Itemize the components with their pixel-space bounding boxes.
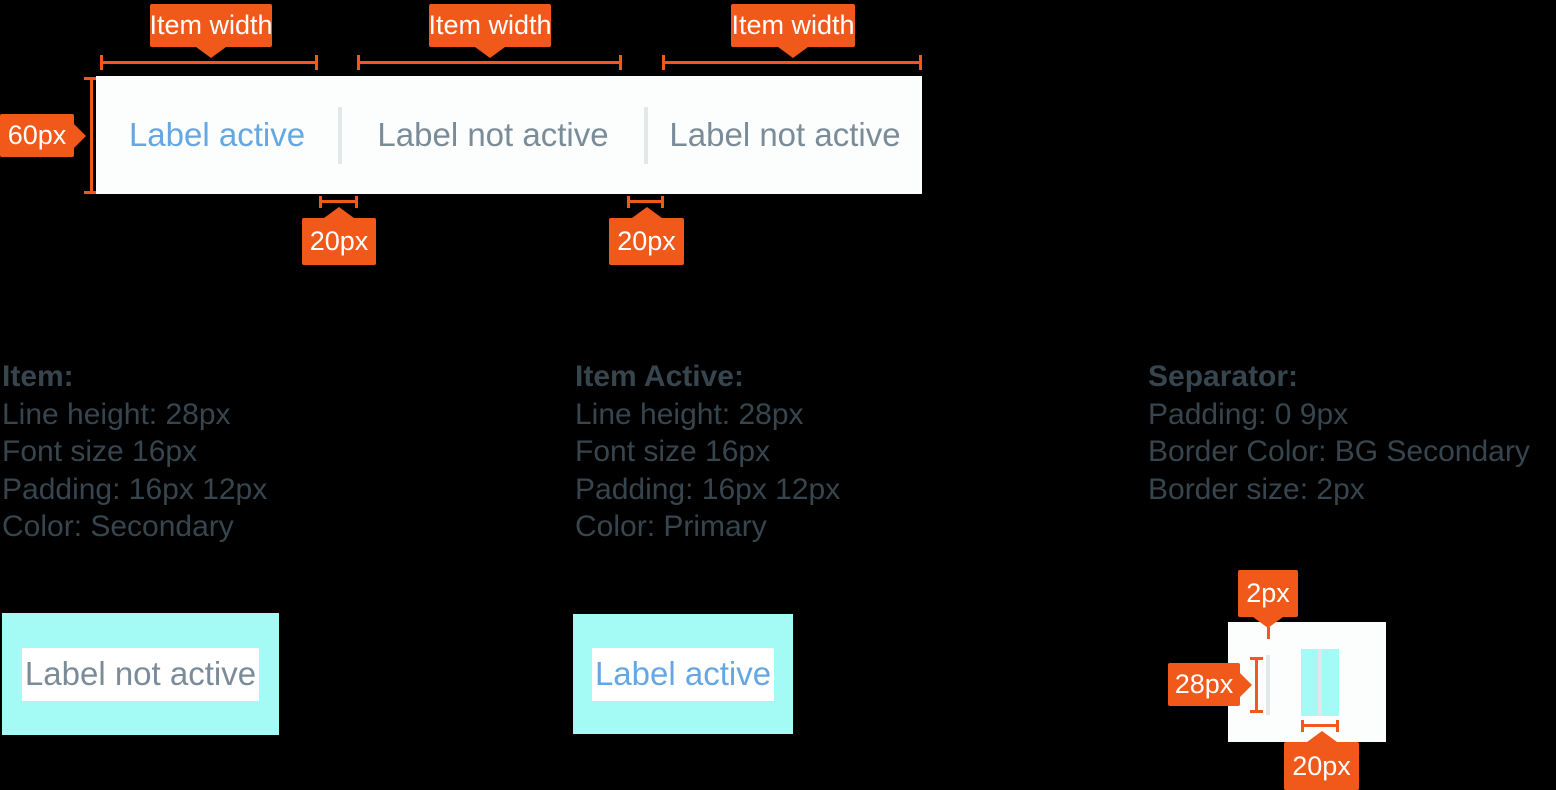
item-width-callout-2: Item width [428, 4, 552, 47]
spec-line: Padding: 16px 12px [575, 472, 841, 506]
padding-bar-left [1301, 649, 1318, 716]
spec-block-separator: Separator: Padding: 0 9px Border Color: … [1148, 358, 1530, 508]
tab-bar: Label active Label not active Label not … [96, 76, 922, 194]
gap-callout-2: 20px [609, 218, 684, 265]
separator-height-callout: 28px [1168, 663, 1240, 706]
spec-block-item-active: Item Active: Line height: 28px Font size… [575, 358, 840, 546]
sample-inactive-item: Label not active [2, 613, 279, 735]
item-width-callout-1: Item width [149, 4, 273, 47]
tab-separator-2 [644, 106, 648, 164]
separator-width-measure [1301, 720, 1339, 732]
gap-measure-1 [319, 196, 358, 208]
separator-height-measure [1250, 657, 1263, 713]
item-width-measure-3 [662, 55, 922, 70]
spec-block-separator-title: Separator: [1148, 360, 1299, 393]
padding-bar-right [1322, 649, 1339, 716]
sample-active-item: Label active [573, 614, 793, 734]
bar-height-measure [84, 77, 99, 194]
item-width-measure-2 [357, 55, 622, 70]
border-size-callout: 2px [1238, 570, 1298, 617]
gap-measure-2 [627, 196, 664, 208]
item-width-callout-3: Item width [731, 4, 855, 47]
sample-inactive-label: Label not active [21, 647, 260, 701]
spec-block-item: Item: Line height: 28px Font size 16px P… [2, 358, 267, 546]
spec-line: Padding: 0 9px [1148, 397, 1349, 431]
tab-item-inactive-2[interactable]: Label not active [669, 116, 901, 153]
separator-border-line-2 [1318, 649, 1322, 716]
separator-border-line [1266, 655, 1270, 715]
sample-active-label: Label active [591, 647, 775, 701]
spec-block-item-active-title: Item Active: [575, 360, 744, 393]
tab-separator-1 [338, 106, 342, 164]
spec-line: Color: Secondary [2, 510, 234, 543]
item-width-measure-1 [100, 55, 318, 70]
spec-line: Font size 16px [575, 435, 771, 468]
bar-height-callout: 60px [0, 114, 74, 157]
spec-line: Line height: 28px [2, 397, 231, 431]
spec-line: Border Color: BG Secondary [1148, 435, 1530, 468]
tab-item-inactive-1[interactable]: Label not active [377, 116, 609, 153]
gap-callout-1: 20px [302, 218, 376, 265]
border-leader-line [1267, 627, 1270, 639]
tab-item-active[interactable]: Label active [128, 116, 306, 153]
spec-line: Border size: 2px [1148, 472, 1365, 506]
spec-line: Font size 16px [2, 435, 198, 468]
separator-width-callout: 20px [1284, 742, 1359, 790]
spec-line: Color: Primary [575, 510, 767, 543]
spec-line: Padding: 16px 12px [2, 472, 268, 506]
spec-block-item-title: Item: [2, 360, 74, 393]
spec-line: Line height: 28px [575, 397, 804, 431]
